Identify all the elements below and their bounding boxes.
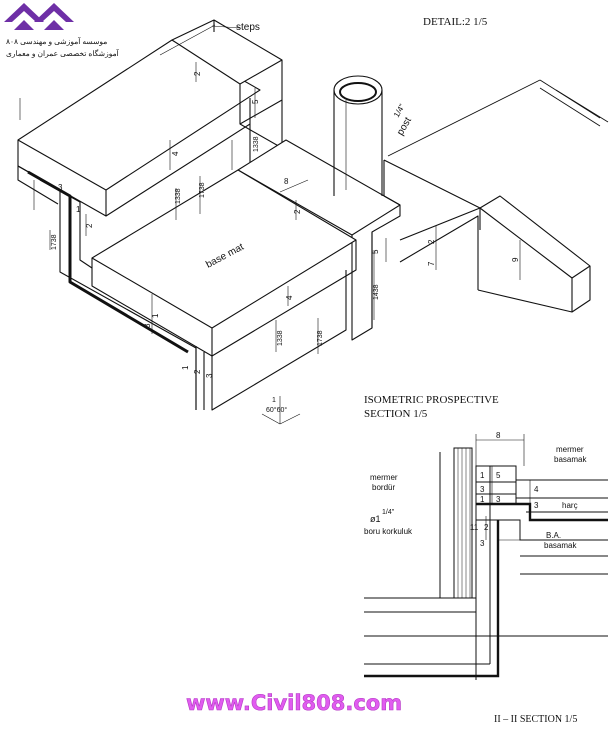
dim-right-5: 5 — [371, 249, 380, 254]
dim-top-slab-4: 4 — [171, 151, 180, 156]
logo: موسسه آموزشی و مهندسی ۸۰۸ آموزشگاه تخصصی… — [4, 3, 120, 58]
dim-wall-2: 2 — [427, 239, 436, 244]
sec-ba-1: B.A. — [546, 531, 561, 540]
post-cylinder — [333, 75, 383, 196]
section-view — [364, 434, 608, 680]
sec-boru-korkuluk: boru korkuluk — [364, 527, 413, 536]
dim-mid-2: 2 — [293, 209, 302, 214]
sec-d3b: 3 — [534, 501, 539, 510]
label-vertical: 1 — [272, 397, 276, 404]
dim-low-2: 2 — [193, 369, 202, 374]
dim-right-1438: 1438 — [373, 284, 380, 300]
sec-mermer-basamak-1: mermer — [556, 445, 584, 454]
label-angles: 60°60° — [266, 406, 287, 414]
sec-d1b: 1 — [480, 495, 485, 504]
dim-left-1738: 1738 — [51, 234, 58, 250]
section-labels: 8 mermer basamak mermer bordür harç ø1 1… — [364, 431, 587, 550]
dim-wall-7: 7 — [427, 261, 436, 266]
dim-low-3: 3 — [205, 373, 214, 378]
dim-slab-1338: 1338 — [277, 330, 284, 346]
sec-d3: 3 — [480, 485, 485, 494]
dim-wall-9: 9 — [511, 257, 520, 262]
dim-top-step-138: 1338 — [253, 136, 260, 152]
dim-left-2: 2 — [85, 223, 94, 228]
sec-pipe-2: 1/4" — [382, 509, 395, 516]
dim-top-step-top: 2 — [193, 71, 202, 76]
sec-mermer-bordur-2: bordür — [372, 483, 395, 492]
sec-d5: 5 — [496, 471, 501, 480]
sec-mermer-basamak-2: basamak — [554, 455, 587, 464]
dim-slab-1: 1 — [151, 313, 160, 318]
top-step-riser — [171, 19, 283, 125]
dim-top-slab-1738: 1738 — [199, 182, 206, 198]
sec-d1: 1 — [480, 471, 485, 480]
sec-d2: 2 — [484, 523, 489, 532]
logo-mark-icon — [4, 3, 74, 30]
isometric-view — [17, 19, 609, 425]
iso-title-line-1: ISOMETRIC PROSPECTIVE — [364, 394, 499, 406]
section-marble-border — [475, 465, 517, 505]
dim-left-1: 1 — [76, 205, 81, 214]
top-step-slab — [17, 39, 261, 217]
dim-slab-4: 4 — [285, 295, 294, 300]
dimension-lines — [19, 24, 521, 425]
sec-mermer-bordur-1: mermer — [370, 473, 398, 482]
dim-left-3: 3 — [58, 183, 63, 192]
far-right-lines — [387, 79, 609, 157]
sec-harc: harç — [562, 501, 578, 510]
section-title: II – II SECTION 1/5 — [494, 714, 577, 725]
logo-line-2: آموزشگاه تخصصی عمران و معماری — [6, 48, 120, 58]
section-marble-step — [516, 479, 608, 513]
logo-line-1: موسسه آموزشی و مهندسی ۸۰۸ — [6, 36, 107, 46]
sec-ba-2: basamak — [544, 541, 577, 550]
dim-low-1: 1 — [181, 365, 190, 370]
left-section-cut — [17, 165, 197, 410]
right-curb — [383, 159, 591, 313]
sec-d4: 4 — [534, 485, 539, 494]
dim-mid-8: 8 — [284, 177, 289, 186]
sec-pipe-1: ø1 — [370, 514, 381, 524]
section-post — [453, 447, 473, 599]
label-steps: steps — [236, 22, 260, 33]
iso-title-line-2: SECTION 1/5 — [364, 408, 428, 420]
sec-d3c: 3 — [496, 495, 501, 504]
sec-d11: 11 — [470, 523, 479, 532]
dim-top-slab-1338: 1338 — [175, 188, 182, 204]
dim-slab-3: 3 — [143, 323, 152, 328]
watermark: www.Civil808.com — [186, 691, 402, 715]
dim-top-step-rise: 5 — [251, 99, 260, 104]
detail-title: DETAIL:2 1/5 — [423, 16, 488, 28]
dim-slab-1738: 1738 — [317, 330, 324, 346]
sec-d3d: 3 — [480, 539, 485, 548]
sec-dim-top: 8 — [496, 431, 501, 440]
section-dims — [475, 434, 540, 541]
